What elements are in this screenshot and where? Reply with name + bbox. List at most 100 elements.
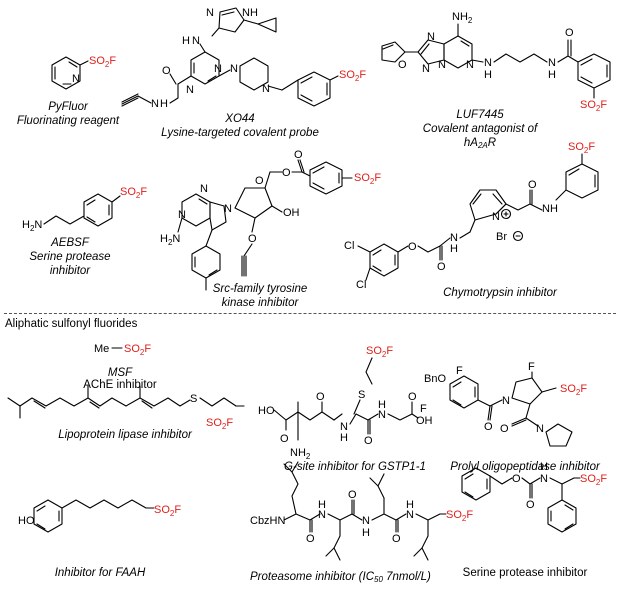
xo44-carbonyl-o: O [162,65,171,77]
prot-nh3-h: H [406,499,414,511]
msf-structure: Me SO2F [94,343,151,357]
gsite-nh2: NH2 [290,447,311,461]
prot-o3: O [392,533,401,545]
gsite-nh1-h: H [340,432,348,444]
pyfluor-n-label: N [72,73,80,85]
luf-desc: Covalent antagonist of [422,123,538,135]
prot-nh1: N [318,509,326,521]
prolyl-structure: F BnO F O N F SO2F O N [420,361,587,447]
luf-furan-o: O [398,59,407,71]
src-ring-o: O [255,175,264,187]
faah-ho: HO [18,515,35,527]
chymo-br: Br [496,231,507,243]
luf-amide-h: H [548,69,556,81]
lipo-structure: S SO2F [7,385,245,431]
gsite-o3: O [364,435,373,447]
aebsf-so2f: SO2F [120,186,147,200]
src-so2f: SO2F [354,172,381,186]
prolyl-o2: O [500,423,509,435]
serine-o2: O [526,499,535,511]
faah-so2f: SO2F [154,504,181,518]
serine-structure: O O N H SO2F [461,461,607,533]
prolyl-desc: Prolyl oligopeptidase inhibitor [450,461,600,473]
aebsf-structure: H2N SO2F [22,186,147,233]
xo44-desc: Lysine-targeted covalent probe [161,127,319,139]
gsite-structure: SO2F S HO O NH2 O N H O N H O OH [258,345,433,461]
xo44-pip-n1: N [230,63,238,75]
serine-so2f: SO2F [580,473,607,487]
xo44-nh-n: N [192,35,200,47]
xo44-amide-h: H [160,98,168,110]
pyfluor-name: PyFluor [48,101,88,113]
aebsf-desc-1: Serine protease [29,251,111,263]
src-o2: O [248,233,257,245]
prolyl-f3: F [528,361,535,373]
pyfluor-structure: N SO2F [51,55,116,90]
src-nh2: H2N [160,233,180,247]
gsite-nh1: N [340,421,348,433]
chymo-so2f: SO2F [568,141,595,155]
serine-nh: N [540,473,548,485]
prot-nh2-h: H [362,527,370,539]
aebsf-name: AEBSF [51,237,89,249]
luf-nh: N [484,57,492,69]
gsite-nh2-h: H [378,399,386,411]
xo44-amide-nh: N [151,98,159,110]
src-carbonyl-o: O [294,149,303,161]
prolyl-n1: N [502,395,510,407]
section-separator [4,313,616,314]
xo44-nh: H [182,35,190,47]
prolyl-so2f: SO2F [560,383,587,397]
luf-n2: N [438,59,446,71]
luf-so2f: SO2F [580,99,607,113]
src-desc-2: kinase inhibitor [221,297,299,309]
faah-desc: Inhibitor for FAAH [54,567,146,579]
pyfluor-so2f-label: SO2F [89,55,116,69]
xo44-structure: N NH H N N N O N H N N [121,7,366,110]
luf-name: LUF7445 [456,109,504,121]
prolyl-n2: N [536,423,544,435]
prot-so2f: SO2F [446,509,473,523]
msf-me: Me [94,343,109,355]
msf-so2f: SO2F [124,343,151,357]
chymo-structure: Cl Cl O O N H N Br O NH [344,141,599,291]
luf-n1: N [466,59,474,71]
src-oh: OH [283,207,300,219]
serine-desc: Serine protease inhibitor [462,567,588,579]
prot-o2: O [348,489,357,501]
chymo-amide-nh: NH [542,203,558,215]
prot-cbzhn: CbzHN [250,515,286,527]
gsite-so2f: SO2F [366,345,393,359]
luf7445-structure: NH2 N N N N O N H N H O SO2F [381,11,611,113]
gsite-oh: OH [416,415,433,427]
xo44-pip-n2: N [262,83,270,95]
gsite-o4: O [408,391,417,403]
lipo-desc: Lipoprotein lipase inhibitor [58,429,192,441]
chymo-desc: Chymotrypsin inhibitor [443,287,557,299]
gsite-s: S [358,389,365,401]
chymo-ether-o: O [408,241,417,253]
luf-nh-h: H [484,69,492,81]
src-n1: N [200,183,208,195]
prot-nh2: N [362,515,370,527]
luf-nh2: NH2 [452,11,473,25]
gsite-ho1: HO [258,405,275,417]
src-ester-o: O [282,167,291,179]
gsite-o1: O [280,433,289,445]
xo44-ring-n: N [186,84,194,96]
xo44-so2f: SO2F [339,69,366,83]
chymo-nh: N [450,232,458,244]
chymo-co-o: O [437,261,446,273]
luf-n4: N [422,63,430,75]
xo44-pyrazole-n: N [206,7,214,19]
chymo-cl2: Cl [356,279,366,291]
chymo-cl1: Cl [344,240,354,252]
gsite-nh2-n: N [378,409,386,421]
prolyl-bno: BnO [424,373,446,385]
section-title: Aliphatic sulfonyl fluorides [5,318,138,330]
chymo-amide-o: O [528,179,537,191]
aebsf-desc-2: inhibitor [49,265,91,277]
xo44-pyrazole-nh: NH [242,7,258,19]
prot-nh3: N [406,509,414,521]
serine-nh-h: H [540,461,548,473]
